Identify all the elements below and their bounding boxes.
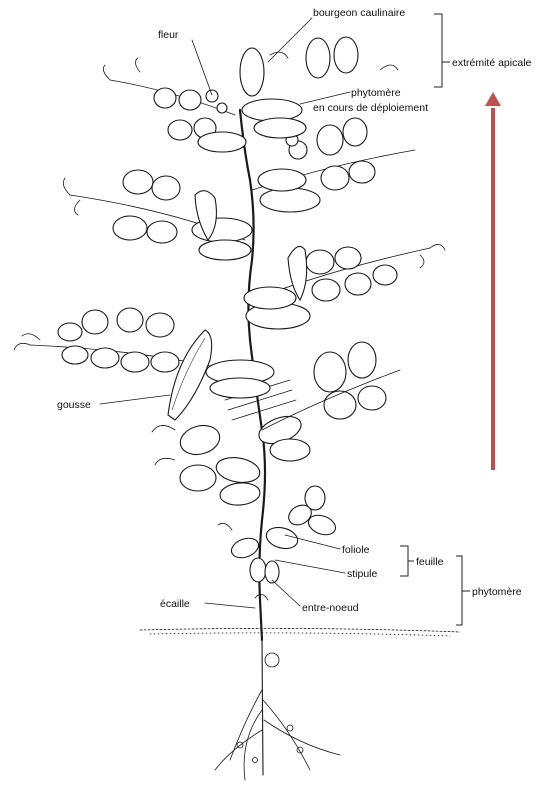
- label-stipule: stipule: [347, 568, 378, 580]
- label-entre-noeud: entre-noeud: [302, 602, 359, 614]
- pod: [168, 330, 212, 420]
- label-extremite-apicale: extrémité apicale: [452, 57, 532, 69]
- left-leaf-spray: [14, 308, 274, 398]
- label-ecaille: écaille: [160, 598, 190, 610]
- soil-surface: [140, 628, 460, 636]
- left-upper-spray: [63, 170, 252, 260]
- roots: [215, 640, 340, 780]
- label-bourgeon-caulinaire: bourgeon caulinaire: [313, 7, 405, 19]
- label-phytomere-bottom: phytomère: [472, 586, 522, 598]
- growth-direction-arrow: [485, 92, 501, 470]
- label-gousse: gousse: [57, 399, 91, 411]
- label-phytomere-top: phytomère: [351, 87, 401, 99]
- label-fleur: fleur: [158, 29, 179, 41]
- label-en-cours: en cours de déploiement: [313, 102, 428, 114]
- label-feuille: feuille: [416, 556, 444, 568]
- right-middle-spray: [244, 244, 445, 329]
- label-foliole: foliole: [342, 544, 370, 556]
